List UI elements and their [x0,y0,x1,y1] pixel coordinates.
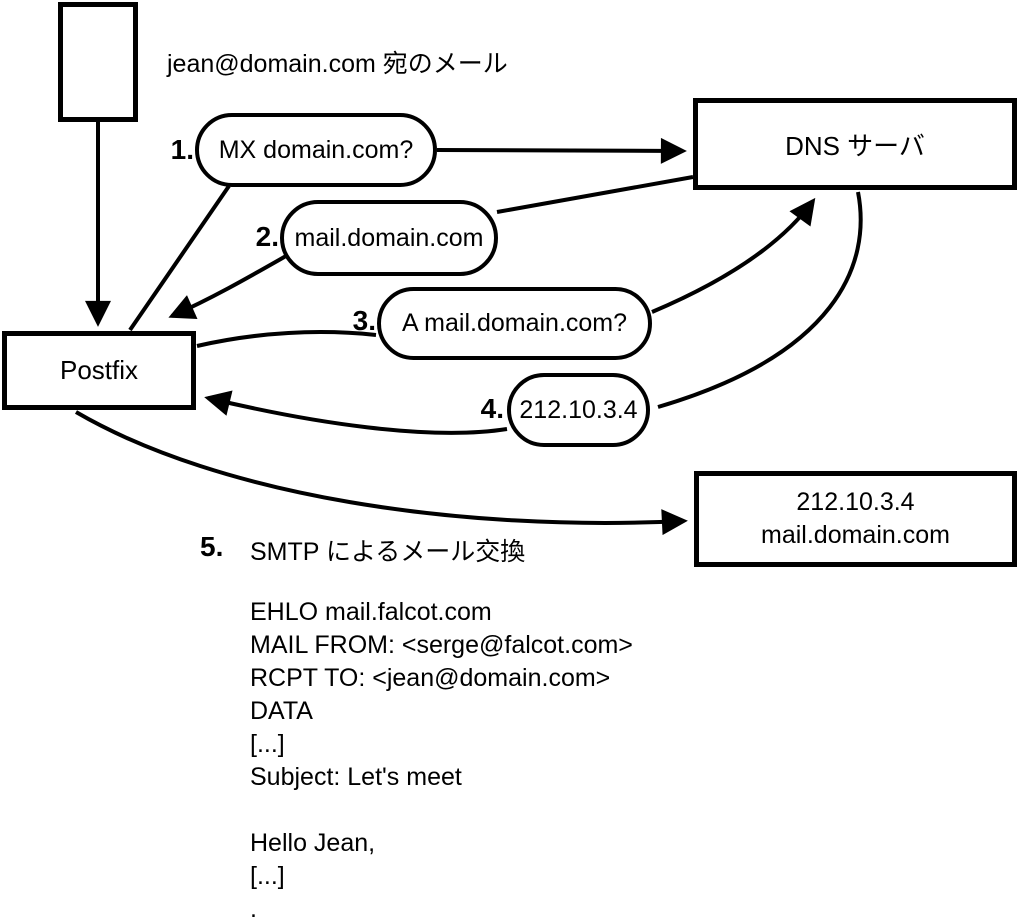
diagram-title: jean@domain.com 宛のメール [167,50,508,78]
smtp-line: [...] [250,730,285,758]
smtp-line [250,794,770,827]
smtp-line: MAIL FROM: <serge@falcot.com> [250,631,633,659]
arrow-smtp-to-mail-server [74,410,688,536]
arrow-mx-query-to-dns [436,137,687,164]
incoming-mail-box [58,2,138,122]
ip-answer-pill: 212.10.3.4 [507,373,650,447]
mx-query-label: MX domain.com? [218,135,414,164]
smtp-line: Hello Jean, [250,829,376,857]
mail-server-ip: 212.10.3.4 [796,488,915,516]
a-query-pill: A mail.domain.com? [377,287,652,360]
a-query-label: A mail.domain.com? [401,309,628,337]
mail-server-node: 212.10.3.4 mail.domain.com [694,471,1017,567]
mx-query-pill: MX domain.com? [195,113,437,187]
step-1-number: 1. [170,134,194,165]
arrow-mx-answer-to-postfix [168,250,294,319]
line-dns-to-ip-answer [657,191,863,409]
smtp-session-transcript: EHLO mail.falcot.com MAIL FROM: <serge@f… [250,596,770,919]
smtp-line: RCPT TO: <jean@domain.com> [250,664,611,692]
ip-answer-label: 212.10.3.4 [519,395,638,424]
line-postfix-to-mx-query [128,184,231,332]
smtp-line: . [250,895,257,919]
smtp-line: [...] [250,862,285,890]
step-3-number: 3. [352,305,376,336]
dns-server-node: DNS サーバ [693,98,1017,190]
arrow-a-query-to-dns [651,197,816,314]
step-2-number: 2. [255,221,279,252]
arrow-ip-answer-to-postfix [204,390,508,435]
smtp-line: DATA [250,697,313,725]
mx-answer-label: mail.domain.com [294,223,484,252]
line-dns-to-mx-answer [496,175,694,214]
postfix-node: Postfix [2,331,196,410]
smtp-line: Subject: Let's meet [250,763,462,791]
smtp-exchange-label: SMTP によるメール交換 [250,538,526,566]
postfix-node-label: Postfix [59,355,139,385]
dns-server-label: DNS サーバ [785,130,925,161]
step-4-number: 4. [480,393,504,424]
smtp-line: EHLO mail.falcot.com [250,598,492,626]
step-5-number: 5. [200,531,224,562]
line-postfix-to-a-query [196,330,377,348]
mail-server-hostname: mail.domain.com [761,521,950,549]
mx-answer-pill: mail.domain.com [280,200,498,276]
